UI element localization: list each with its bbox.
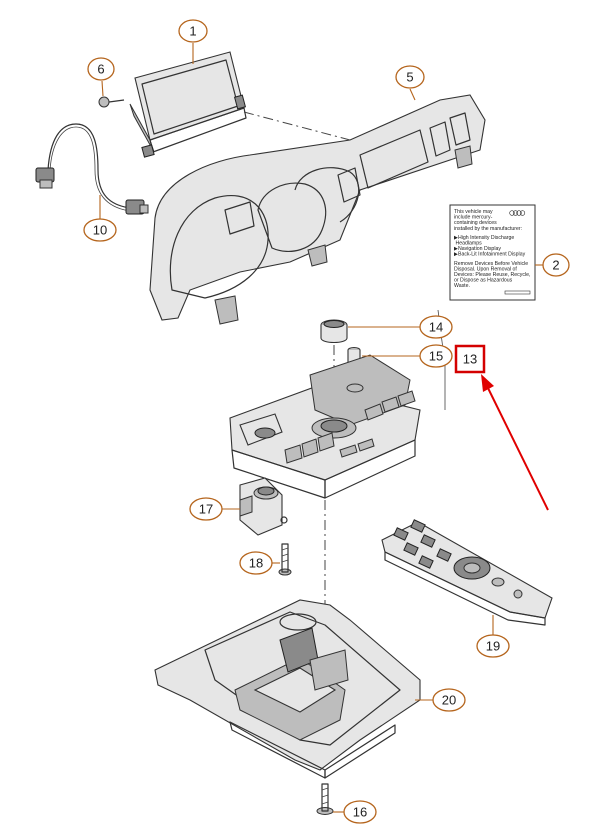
warning-label-line: containing devices [454,220,497,226]
svg-text:19: 19 [486,639,500,654]
svg-text:16: 16 [353,805,367,820]
svg-text:17: 17 [199,502,213,517]
svg-text:5: 5 [406,70,413,85]
warning-label-line: ▶High Intensity Discharge [454,235,514,241]
warning-label-line: Devices: Please Reuse, Recycle, [454,272,530,278]
part-10-cable [35,123,149,215]
part-19-remote [381,519,553,626]
warning-label-line: ▶Back-Lit Infotainment Display [454,252,526,258]
part-18-screw [278,543,292,576]
callout-19: 19 [476,634,510,658]
svg-text:2: 2 [552,258,559,273]
svg-text:6: 6 [97,62,104,77]
callout-16: 16 [343,800,377,824]
part-1-display [129,51,247,158]
callout-14: 14 [419,315,453,339]
svg-text:15: 15 [429,349,443,364]
part-14-knob [320,319,348,344]
warning-label-line: Headlamps [454,241,482,247]
red-arrow-annotation [481,374,549,511]
svg-text:10: 10 [93,223,107,238]
svg-text:20: 20 [442,693,456,708]
part-6-screw [98,96,125,108]
callout-18: 18 [239,551,273,575]
warning-label-line: include mercury- [454,215,493,221]
callout-20: 20 [432,688,466,712]
part-5-instrument-trim [149,94,486,325]
callout-13-highlighted: 13 [454,344,486,374]
callout-2: 2 [542,253,570,277]
svg-text:13: 13 [463,352,477,367]
warning-label-line: installed by the manufacturer: [454,226,522,232]
part-17-switch [239,477,288,536]
callout-10: 10 [83,218,117,242]
callout-17: 17 [189,497,223,521]
warning-label-line: or Dispose as Hazardous [454,278,513,284]
callout-15: 15 [419,344,453,368]
warning-label-line: This vehicle may [454,209,493,215]
part-16-screw [316,783,334,815]
warning-label-line: Disposal. Upon Removal of [454,266,517,272]
warning-label-line: Remove Devices Before Vehicle [454,261,528,267]
part-mmi-control-unit [229,309,446,499]
svg-text:1: 1 [189,24,196,39]
part-20-console [154,599,421,779]
svg-text:18: 18 [249,556,263,571]
audi-rings-icon [509,210,526,216]
callout-5: 5 [395,65,425,89]
svg-text:14: 14 [429,320,443,335]
leader-lines [99,43,543,813]
warning-label-line: Waste. [454,283,470,289]
callout-1: 1 [178,19,208,43]
callout-6: 6 [87,57,115,81]
warning-label-line: ▶Navigation Display [454,246,501,252]
